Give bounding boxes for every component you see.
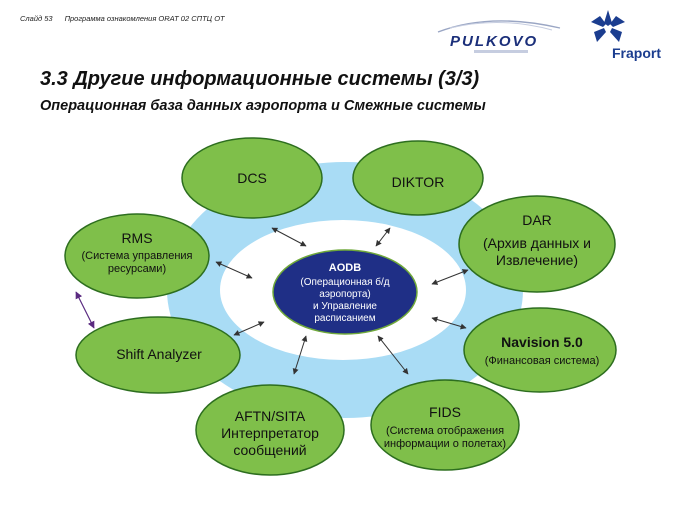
dcs-node[interactable] [181, 137, 323, 219]
dar-title: DAR [522, 212, 552, 228]
arrow-diktor-aodb [375, 227, 391, 247]
aodb-desc-4: расписанием [314, 313, 376, 325]
fids-title: FIDS [429, 404, 461, 420]
aodb-title: AODB [328, 262, 362, 274]
dar-desc-1: (Архив данных и [483, 234, 591, 251]
aodb-desc-3: и Управление [313, 301, 377, 313]
aftn-node[interactable] [195, 384, 345, 476]
aodb-desc-1: (Операционная б/д [300, 277, 390, 289]
diktor-label: DIKTOR [391, 174, 445, 190]
navision-node[interactable] [463, 307, 617, 393]
arrow-rms-aodb [215, 261, 253, 279]
rms-label-group: RMS (Система управления ресурсами) [67, 230, 207, 276]
fids-label-group: FIDS (Система отображения информации о п… [375, 404, 515, 451]
arrow-aftn-aodb [292, 335, 308, 375]
slide-header: Слайд 53 Программа ознакомления ORAT 02 С… [20, 14, 225, 23]
dar-node[interactable] [458, 195, 616, 293]
arrow-dcs-aodb [271, 227, 307, 247]
arrow-dar-aodb [431, 269, 469, 285]
fids-node[interactable] [370, 379, 520, 471]
arrow-shift-aodb [233, 321, 265, 336]
rms-desc-1: (Система управления [81, 249, 193, 262]
navision-desc: (Финансовая система) [484, 354, 600, 367]
fraport-logo: Fraport [591, 10, 661, 61]
slide-number: Слайд 53 [20, 14, 53, 23]
aodb-label-group: AODB (Операционная б/д аэропорта) и Упра… [280, 262, 410, 325]
aftn-label-group: AFTN/SITA Интерпретатор сообщений [205, 408, 335, 458]
arrow-fids-aodb [377, 335, 409, 375]
aftn-line-1: AFTN/SITA [234, 408, 306, 424]
aftn-line-3: сообщений [233, 441, 307, 458]
slide-title: 3.3 Другие информационные системы (3/3) [40, 68, 480, 90]
dcs-label: DCS [237, 170, 267, 186]
aodb-desc-2: аэропорта) [319, 289, 371, 301]
program-name: Программа ознакомления ORAT 02 СПТЦ ОТ [64, 14, 225, 23]
shift-analyzer-node[interactable] [75, 316, 241, 394]
fids-desc-1: (Система отображения [385, 424, 505, 437]
diktor-node[interactable] [352, 140, 484, 216]
rms-node[interactable] [64, 213, 210, 299]
aftn-line-2: Интерпретатор [221, 424, 319, 441]
pulkovo-logo-text: PULKOVO [450, 33, 538, 50]
navision-label-group: Navision 5.0 (Финансовая система) [470, 334, 614, 368]
aodb-node[interactable] [272, 249, 418, 335]
shift-analyzer-label: Shift Analyzer [116, 346, 202, 362]
dar-label-group: DAR (Архив данных и Извлечение) [467, 212, 607, 268]
rms-title: RMS [121, 230, 153, 246]
fraport-logo-text: Fraport [612, 45, 661, 61]
pulkovo-logo: PULKOVO [437, 20, 561, 53]
navision-title: Navision 5.0 [501, 334, 583, 350]
fids-desc-2: информации о полетах) [383, 437, 507, 450]
arrow-rms-shift [75, 291, 95, 329]
dar-desc-2: Извлечение) [495, 251, 579, 268]
slide-subtitle: Операционная база данных аэропорта и Сме… [40, 98, 486, 114]
rms-desc-2: ресурсами) [107, 262, 167, 275]
arrow-navision-aodb [431, 316, 467, 330]
